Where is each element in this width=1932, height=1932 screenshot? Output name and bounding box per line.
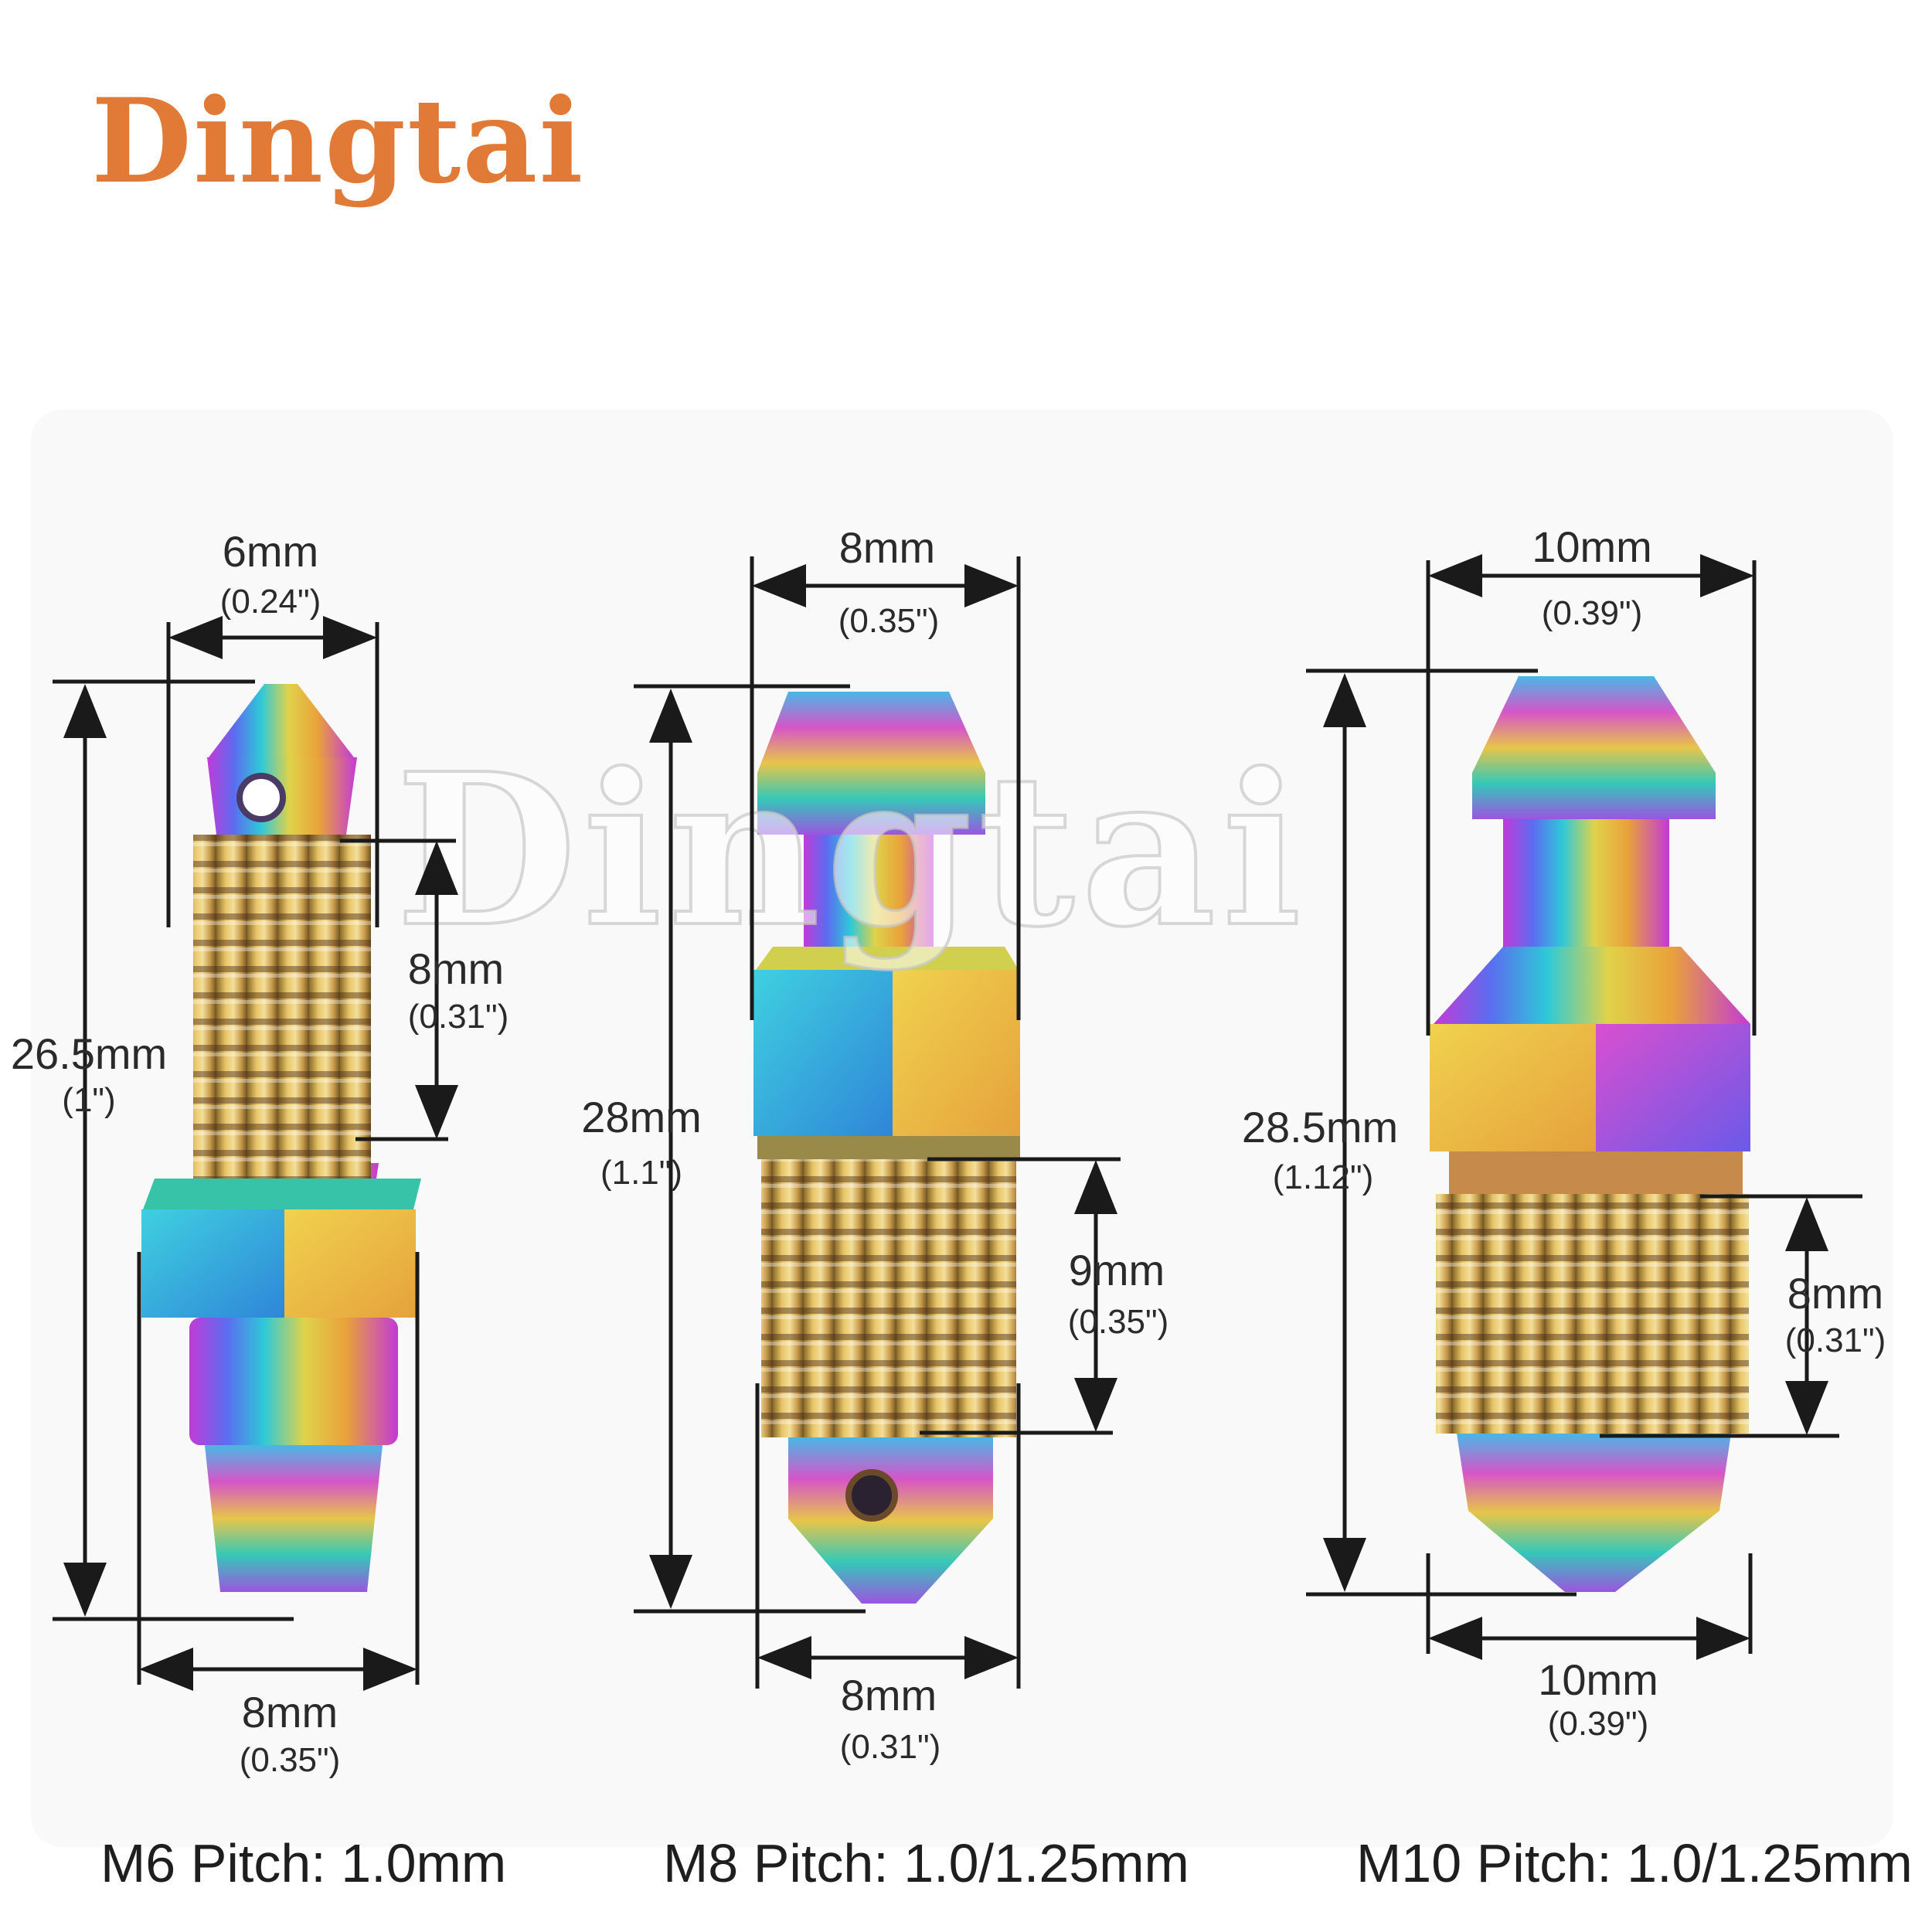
m6-hex-nut [141, 1179, 421, 1318]
m8-top-width-in: (0.35") [838, 602, 940, 640]
m8-thread-length-mm: 9mm [1069, 1246, 1165, 1294]
m6-thread [193, 835, 371, 1179]
m8-thread [761, 1159, 1016, 1437]
m6-bottom-width-mm: 8mm [242, 1688, 338, 1736]
m6-dimensions: 6mm (0.24") 26.5mm (1") 8mm (0.31") 8mm … [11, 527, 509, 1779]
m8-bottom-tip [788, 1437, 993, 1604]
m6-total-length-mm: 26.5mm [11, 1029, 167, 1078]
m6-bleed-hole [236, 773, 286, 822]
m10-top-width-in: (0.39") [1542, 594, 1643, 632]
m6-bottom-width-in: (0.35") [240, 1741, 341, 1779]
m6-thread-length-mm: 8mm [408, 944, 504, 993]
m10-total-length-in: (1.12") [1273, 1158, 1374, 1196]
m10-total-length-mm: 28.5mm [1242, 1103, 1398, 1151]
m8-top-width-mm: 8mm [839, 523, 935, 572]
m6-tip-cone [209, 684, 354, 757]
m6-top-width-mm: 6mm [223, 527, 318, 576]
m6-bottom-seat [189, 1318, 398, 1445]
m10-dimensions: 10mm (0.39") 28.5mm (1.12") 8mm (0.31") … [1242, 522, 1886, 1743]
m8-total-length-in: (1.1") [600, 1154, 682, 1192]
m10-hex-nut [1430, 947, 1750, 1194]
m10-thread-length-in: (0.31") [1785, 1321, 1886, 1359]
m10-top-width-mm: 10mm [1532, 522, 1652, 571]
m10-neck [1503, 819, 1669, 947]
bleeder-screw-m8 [753, 692, 1020, 1604]
m10-bottom-width-in: (0.39") [1548, 1705, 1649, 1743]
m8-pitch-label: M8 Pitch: 1.0/1.25mm [663, 1833, 1189, 1893]
m6-bottom-cone [205, 1445, 383, 1592]
m8-neck [804, 835, 934, 947]
watermark: Dingtai [396, 727, 1308, 973]
m8-thread-length-in: (0.35") [1068, 1303, 1169, 1341]
m10-pitch-label: M10 Pitch: 1.0/1.25mm [1356, 1833, 1913, 1893]
m8-total-length-mm: 28mm [581, 1093, 702, 1141]
m8-hex-nut [753, 947, 1020, 1159]
m10-thread [1436, 1194, 1749, 1434]
m6-total-length-in: (1") [62, 1081, 115, 1119]
m10-bottom-width-mm: 10mm [1538, 1655, 1658, 1704]
m8-dimensions: 8mm (0.35") 28mm (1.1") 9mm (0.35") 8mm … [581, 523, 1168, 1766]
m6-thread-length-in: (0.31") [408, 998, 509, 1036]
dimension-lines [53, 554, 1862, 1691]
m10-bottom-tip [1457, 1434, 1731, 1592]
m8-bleed-hole [845, 1469, 898, 1522]
bleeder-screw-m6 [141, 684, 421, 1592]
m8-bottom-width-in: (0.31") [840, 1728, 941, 1766]
m8-top-nipple [757, 692, 985, 835]
bleeder-screw-m10 [1430, 676, 1750, 1592]
m6-pitch-label: M6 Pitch: 1.0mm [100, 1833, 506, 1893]
m10-thread-length-mm: 8mm [1787, 1269, 1883, 1318]
m6-top-width-in: (0.24") [220, 583, 321, 621]
brand-logo: Dingtai [91, 73, 585, 209]
m8-bottom-width-mm: 8mm [841, 1671, 937, 1719]
m10-top-nipple [1472, 676, 1716, 819]
